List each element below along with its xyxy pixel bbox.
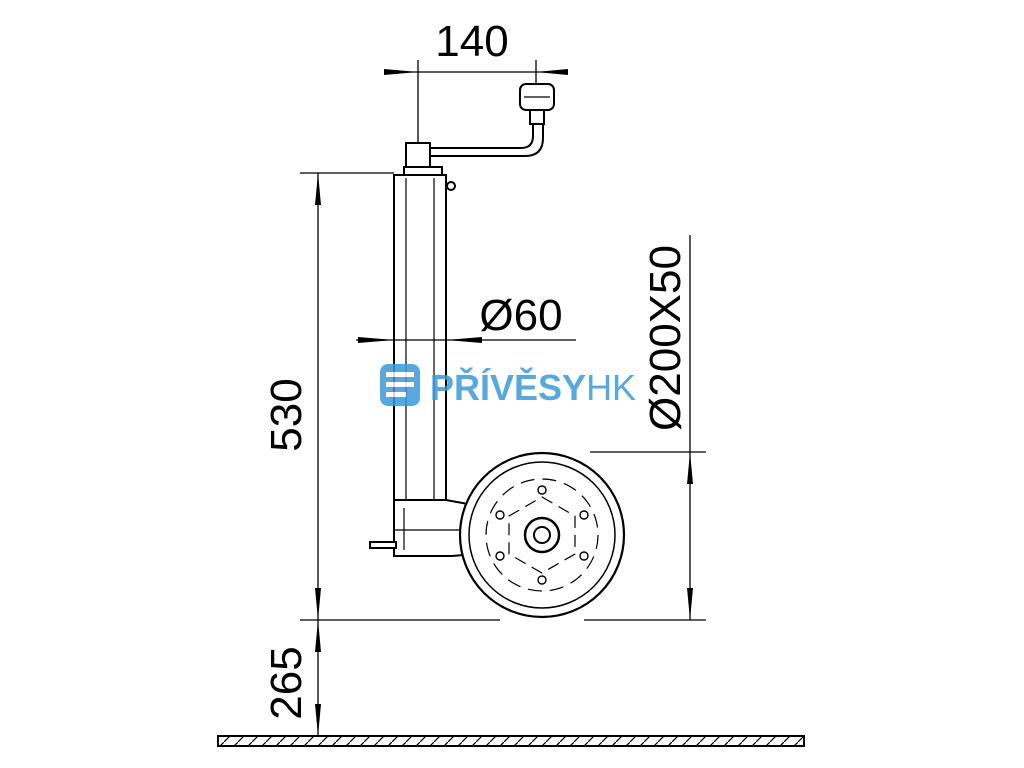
label-handle-width: 140 — [435, 17, 508, 66]
dimension-handle-width: 140 — [384, 17, 568, 142]
logo-brand-light: HK — [586, 367, 636, 408]
crank-handle — [403, 83, 555, 176]
brand-watermark: PŘÍVĚSYHK — [380, 364, 636, 408]
ground — [217, 735, 805, 747]
dimension-wheel-size: Ø200X50 — [590, 235, 706, 620]
logo-brand-bold: PŘÍVĚSY — [430, 366, 586, 408]
logo-text: PŘÍVĚSYHK — [430, 366, 636, 408]
dimension-heights: 530 265 — [262, 172, 706, 736]
logo-icon — [380, 364, 420, 406]
label-wheel-size: Ø200X50 — [641, 245, 690, 431]
label-height-upper: 530 — [262, 378, 311, 451]
wheel — [458, 451, 626, 619]
label-tube-diameter: Ø60 — [479, 291, 562, 340]
dimension-tube-diameter: Ø60 — [356, 291, 576, 343]
label-height-lower: 265 — [262, 646, 311, 719]
